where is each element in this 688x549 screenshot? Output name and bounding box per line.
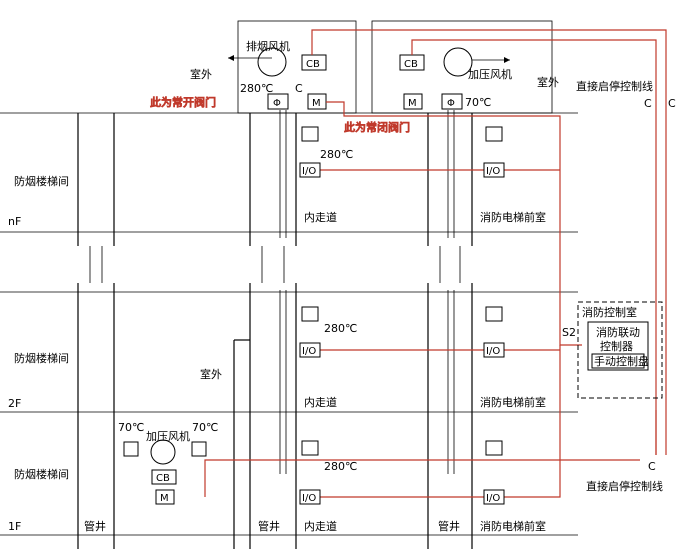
pressure-damper-label: Φ (447, 98, 455, 109)
bottom-cb-label: CB (156, 473, 170, 484)
outdoor-label-top-left: 室外 (190, 67, 212, 81)
exhaust-m-label: M (312, 98, 321, 109)
shaft-label-3: 管井 (438, 519, 460, 533)
outdoor-label-mid: 室外 (200, 367, 222, 381)
corridor-label-n: 内走道 (304, 210, 337, 224)
exhaust-cb-label: CB (306, 59, 320, 70)
normally-open-note: 此为常开阀门 (150, 95, 216, 109)
control-wiring (204, 29, 667, 498)
pressure-cb-label: CB (404, 59, 418, 70)
direct-line-top-c1: C (644, 97, 652, 110)
floor-n-label: nF (8, 215, 21, 228)
exhaust-temp-label: 280℃ (240, 82, 273, 95)
corridor-dampers (299, 126, 505, 505)
pressure-fan-bottom (123, 439, 207, 505)
stair-label-1: 防烟楼梯间 (14, 467, 69, 481)
bottom-temp-right: 70℃ (192, 421, 218, 434)
floor-1-label: 1F (8, 520, 21, 533)
bottom-m-label: M (160, 493, 169, 504)
corridor-label-1: 内走道 (304, 519, 337, 533)
shaft-label-2: 管井 (258, 519, 280, 533)
corridor-label-2: 内走道 (304, 395, 337, 409)
io-corridor-2: I/O (302, 346, 316, 357)
bottom-temp-left: 70℃ (118, 421, 144, 434)
s2-label: S2 (562, 326, 576, 339)
lobby-label-2: 消防电梯前室 (480, 395, 546, 409)
normally-closed-note: 此为常闭阀门 (344, 120, 410, 134)
shaft-label-1: 管井 (84, 519, 106, 533)
pressure-fan-bottom-label: 加压风机 (146, 429, 190, 443)
linkage-ctrl-line2: 控制器 (600, 339, 633, 353)
control-room-label: 消防控制室 (582, 305, 637, 319)
outdoor-label-top-right: 室外 (537, 75, 559, 89)
exhaust-damper-label: Φ (273, 98, 281, 109)
control-room (577, 301, 663, 399)
inner-ducts (279, 110, 455, 474)
pressure-fan-top-label: 加压风机 (468, 67, 512, 81)
stair-label-2: 防烟楼梯间 (14, 351, 69, 365)
pressure-fan-top (399, 47, 510, 110)
exhaust-c-label: C (295, 82, 303, 95)
direct-line-bottom-c: C (648, 460, 656, 473)
io-lobby-1: I/O (486, 493, 500, 504)
pressure-temp-label: 70℃ (465, 96, 491, 109)
floor-2-label: 2F (8, 397, 21, 410)
io-corridor-n: I/O (302, 166, 316, 177)
corridor-temp-1: 280℃ (324, 460, 357, 473)
linkage-ctrl-line1: 消防联动 (596, 325, 640, 339)
lobby-label-1: 消防电梯前室 (480, 519, 546, 533)
direct-line-top-label: 直接启停控制线 (576, 79, 653, 93)
stair-label-n: 防烟楼梯间 (14, 174, 69, 188)
roof-rooms (237, 20, 553, 114)
exhaust-fan-label: 排烟风机 (246, 39, 290, 53)
io-corridor-1: I/O (302, 493, 316, 504)
io-lobby-n: I/O (486, 166, 500, 177)
exhaust-fan (228, 47, 327, 110)
direct-line-top-c2: C (668, 97, 676, 110)
manual-panel-label: 手动控制盘 (594, 354, 649, 368)
direct-line-bottom-label: 直接启停控制线 (586, 479, 663, 493)
pressure-m-label: M (408, 98, 417, 109)
lobby-label-n: 消防电梯前室 (480, 210, 546, 224)
corridor-temp-n: 280℃ (320, 148, 353, 161)
io-lobby-2: I/O (486, 346, 500, 357)
corridor-temp-2: 280℃ (324, 322, 357, 335)
shafts (77, 113, 473, 549)
